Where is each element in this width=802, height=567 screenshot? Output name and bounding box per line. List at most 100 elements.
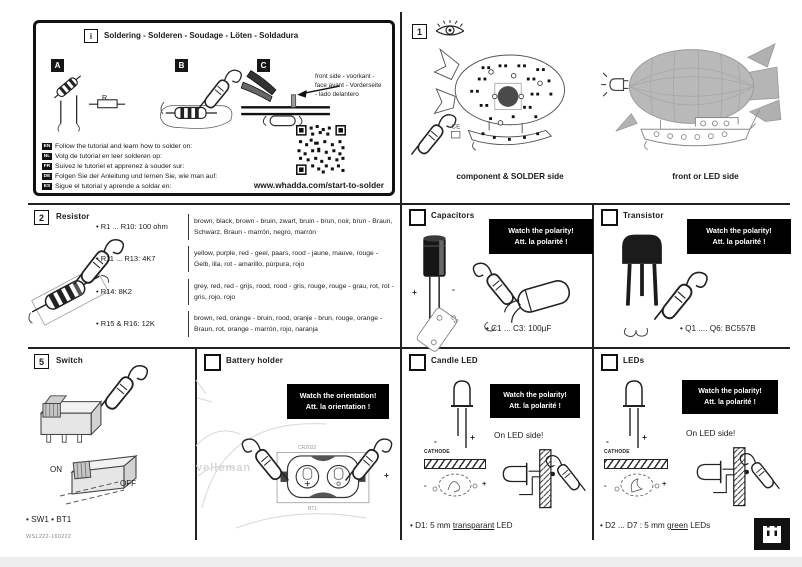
resistor-solder-illustration bbox=[28, 238, 125, 326]
soldering-iron-icon bbox=[653, 271, 708, 321]
caption-solder-side: component & SOLDER side bbox=[456, 172, 564, 181]
cathode-label: CATHODE bbox=[424, 449, 450, 455]
step-number-box: 2 bbox=[34, 210, 49, 225]
hand-sketch bbox=[623, 327, 648, 337]
switch-on-off-illustration bbox=[59, 454, 138, 505]
lang-badge: DE bbox=[42, 172, 52, 181]
panel-title: LEDs bbox=[623, 356, 645, 365]
document-code: WSL222-160222 bbox=[26, 534, 72, 540]
component-note: • D2 ... D7 : 5 mm green LEDs bbox=[600, 521, 711, 530]
divider bbox=[188, 246, 189, 272]
panel-title: Capacitors bbox=[431, 211, 475, 220]
step-number-box: 5 bbox=[34, 354, 49, 369]
lang-row-es: ES Sigue el tutorial y aprende a soldar … bbox=[42, 182, 172, 191]
step-c-badge: C bbox=[257, 59, 270, 72]
component-note: • C1 ... C3: 100µF bbox=[486, 324, 552, 333]
lang-row-de: DE Folgen Sie der Anleitung und lernen S… bbox=[42, 172, 218, 181]
panel-title: Battery holder bbox=[226, 356, 284, 365]
plus-mark: + bbox=[662, 479, 667, 488]
panel-title: Transistor bbox=[623, 211, 664, 220]
resistor-colors: grey, red, red - grijs, rood, rood - gri… bbox=[194, 283, 394, 301]
led-illustration bbox=[622, 380, 646, 449]
panel-title: Candle LED bbox=[431, 356, 478, 365]
resistor-colors: brown, black, brown - bruin, zwart, brui… bbox=[194, 218, 393, 236]
component-note: • SW1 • BT1 bbox=[26, 515, 72, 524]
pcb-cross-section bbox=[604, 459, 668, 469]
minus-mark: - bbox=[434, 436, 437, 446]
battery-holder-illustration bbox=[276, 452, 370, 504]
whadda-logo bbox=[754, 518, 790, 550]
capacitor-solder-illustration bbox=[472, 262, 571, 332]
lang-row-fr: FR Suivez le tutoriel et apprenez à soud… bbox=[42, 162, 185, 171]
lang-row-nl: NL Volg de tutorial en leer solderen op: bbox=[42, 152, 162, 161]
led-board-solder-illustration bbox=[696, 446, 781, 507]
solder-resistor-illustration bbox=[159, 69, 243, 129]
polarity-warning: Watch the polarity! Att. la polarité ! bbox=[687, 219, 791, 254]
plus-mark: + bbox=[412, 287, 417, 297]
cathode-label: CATHODE bbox=[604, 449, 630, 455]
r-label: R bbox=[102, 95, 108, 102]
polarity-warning: Watch the polarity! Att. la polarité ! bbox=[682, 380, 778, 414]
resistor-colors: brown, red, orange - bruin, rood, oranje… bbox=[194, 315, 383, 333]
panel-checkbox bbox=[409, 209, 426, 226]
orientation-warning: Watch the orientation! Att. la orientati… bbox=[287, 384, 389, 419]
panel-checkbox bbox=[601, 209, 618, 226]
divider bbox=[188, 311, 189, 337]
divider bbox=[195, 347, 197, 540]
lang-badge: FR bbox=[42, 162, 52, 171]
ce-mark: CE bbox=[451, 124, 461, 131]
resistor-colors: yellow, purple, red - geel, paars, rood … bbox=[194, 250, 378, 268]
background-sketch bbox=[195, 379, 367, 529]
qr-code bbox=[296, 125, 346, 175]
on-label: ON bbox=[50, 465, 62, 474]
panel-title: Resistor bbox=[56, 212, 90, 221]
polarity-warning: Watch the polarity! Att. la polarité ! bbox=[489, 219, 593, 254]
lang-badge: ES bbox=[42, 182, 52, 191]
capacitor-illustration bbox=[416, 235, 458, 352]
led-board-solder-illustration bbox=[502, 448, 587, 509]
brand-watermark: velleman bbox=[196, 462, 252, 474]
info-icon: i bbox=[84, 29, 98, 43]
component-note: • Q1 .... Q6: BC557B bbox=[680, 324, 756, 333]
front-side-note: front side - voorkant - face avant - Vor… bbox=[315, 73, 382, 98]
battery-cell-label: CR2032 bbox=[298, 445, 317, 451]
plus-mark: + bbox=[470, 432, 475, 442]
lang-badge: NL bbox=[42, 152, 52, 161]
resistor-ref: • R11 ... R13: 4K7 bbox=[96, 254, 156, 263]
pcb-cross-section bbox=[424, 459, 486, 469]
minus-mark: - bbox=[604, 481, 607, 490]
page-edge bbox=[0, 557, 802, 567]
panel-title: Switch bbox=[56, 356, 83, 365]
off-label: OFF bbox=[120, 479, 136, 488]
panel-checkbox bbox=[204, 354, 221, 371]
plus-mark: + bbox=[482, 479, 487, 488]
panel-checkbox bbox=[409, 354, 426, 371]
plus-mark: + bbox=[384, 470, 389, 480]
lang-row-en: EN Follow the tutorial and learn how to … bbox=[42, 142, 193, 151]
resistor-ref: • R1 ... R10: 100 ohm bbox=[96, 222, 168, 231]
panel-checkbox bbox=[601, 354, 618, 371]
silkscreen-candle bbox=[432, 473, 478, 497]
minus-mark: - bbox=[606, 436, 609, 446]
resistor-ref: • R14: 8K2 bbox=[96, 287, 132, 296]
plus-mark: + bbox=[642, 432, 647, 442]
panel-title: Soldering - Solderen - Soudage - Löten -… bbox=[104, 31, 299, 40]
resistor-ref: • R15 & R16: 12K bbox=[96, 319, 155, 328]
eye-icon bbox=[435, 20, 465, 36]
step-number-box: 1 bbox=[412, 24, 427, 39]
blimp-illustration bbox=[601, 43, 782, 151]
lang-badge: EN bbox=[42, 142, 52, 151]
divider bbox=[28, 347, 790, 349]
divider bbox=[400, 12, 402, 540]
tutorial-url: www.whadda.com/start-to-solder bbox=[253, 180, 384, 190]
slide-switch-illustration bbox=[39, 395, 103, 443]
battery-ref-label: BT1 bbox=[308, 506, 318, 512]
divider bbox=[592, 203, 594, 540]
side-note: On LED side! bbox=[686, 428, 736, 438]
nose-led-icon bbox=[601, 72, 629, 97]
side-note: On LED side! bbox=[494, 430, 544, 440]
step-a-badge: A bbox=[51, 59, 64, 72]
bend-resistor-illustration bbox=[53, 75, 126, 132]
caption-led-side: front or LED side bbox=[672, 172, 739, 181]
